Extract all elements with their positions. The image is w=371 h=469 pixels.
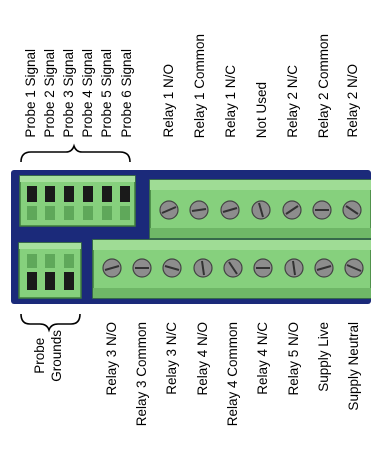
relay-bottom-screws — [102, 258, 364, 278]
label-supply-neutral: Supply Neutral — [346, 322, 361, 411]
label-relay-3-no: Relay 3 N/O — [104, 322, 119, 396]
probe-grounds-brace — [20, 313, 81, 333]
label-relay-3-common: Relay 3 Common — [134, 322, 149, 427]
label-relay-3-nc: Relay 3 N/C — [164, 322, 179, 395]
label-relay-4-nc: Relay 4 N/C — [255, 322, 270, 395]
probe-signals-brace — [20, 143, 131, 163]
probe-signal-pins — [27, 186, 130, 202]
label-relay-4-no: Relay 4 N/O — [195, 322, 210, 396]
label-supply-live: Supply Live — [316, 322, 331, 392]
probe-grounds-label: Probe Grounds — [32, 330, 64, 382]
probe-signal-block — [19, 175, 136, 227]
probe-ground-pins — [27, 272, 74, 290]
relay-top-screws — [159, 200, 362, 220]
label-relay-5-no: Relay 5 N/O — [286, 322, 301, 396]
label-relay-4-common: Relay 4 Common — [225, 322, 240, 427]
